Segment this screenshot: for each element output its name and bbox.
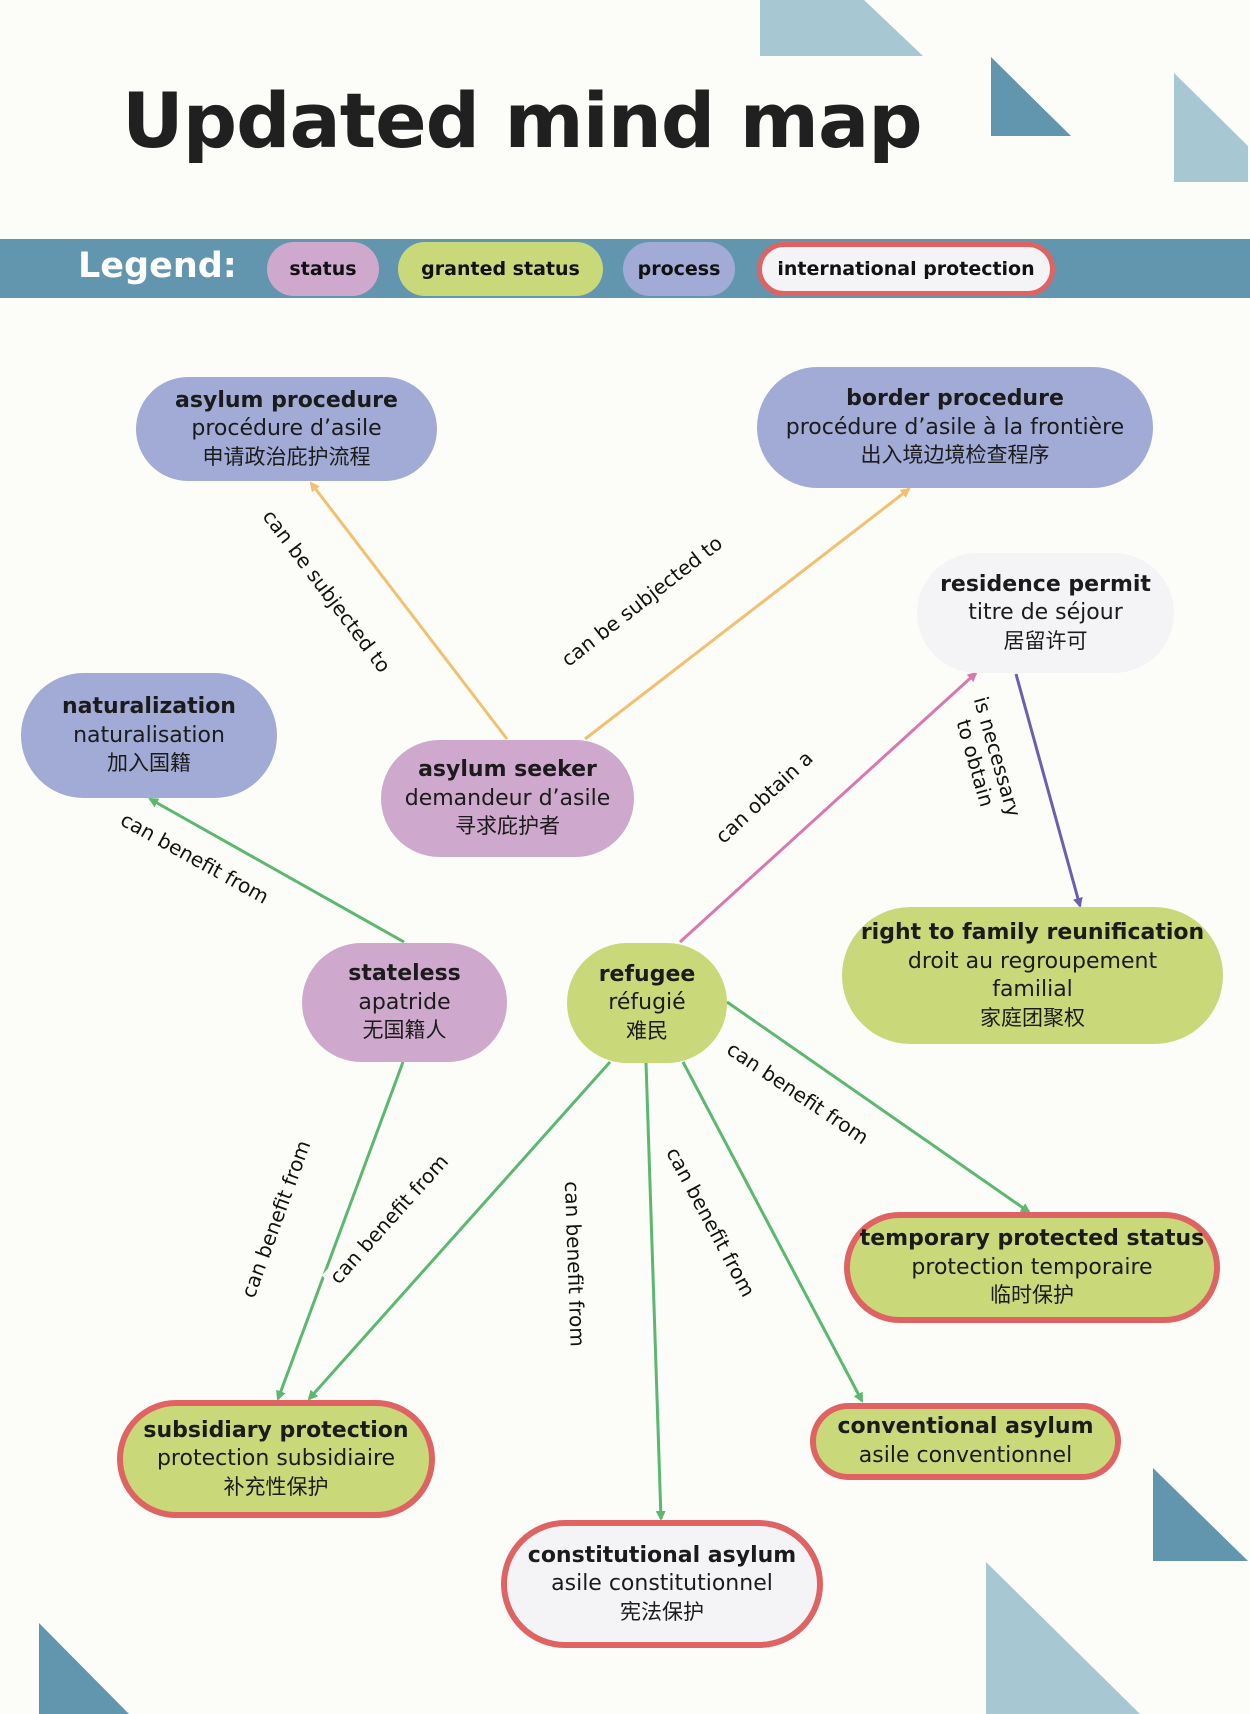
- edge-residence-permit-to-family-reunification: [1014, 673, 1083, 908]
- node-label-zh: 出入境边境检查程序: [860, 443, 1050, 468]
- node-label-fr: asile conventionnel: [858, 1442, 1073, 1468]
- node-asylum-seeker: asylum seeker demandeur d’asile 寻求庇护者: [381, 740, 634, 857]
- edge-asylum-seeker-to-asylum-procedure: [309, 481, 509, 740]
- node-label-en: border procedure: [846, 386, 1064, 412]
- node-naturalization: naturalization naturalisation 加入国籍: [21, 673, 277, 798]
- node-label-en: subsidiary protection: [143, 1417, 409, 1443]
- legend-item-status: status: [267, 242, 379, 296]
- node-label-fr: asile constitutionnel: [551, 1571, 773, 1597]
- page-title: Updated mind map: [122, 76, 923, 165]
- node-label-en: conventional asylum: [837, 1413, 1094, 1439]
- legend-item-granted-status: granted status: [398, 242, 603, 296]
- node-family-reunification: right to family reunification droit au r…: [842, 907, 1223, 1044]
- node-label-zh: 临时保护: [990, 1283, 1074, 1308]
- node-label-fr: apatride: [358, 989, 451, 1015]
- node-label-en: residence permit: [940, 571, 1151, 597]
- deco-triangle-right-dark: [1153, 1468, 1248, 1561]
- edge-refugee-to-conventional-asylum: [681, 1061, 864, 1403]
- legend-label: Legend:: [78, 246, 237, 286]
- node-label-fr: protection temporaire: [911, 1254, 1153, 1280]
- node-constitutional-asylum: constitutional asylum asile constitution…: [501, 1520, 823, 1648]
- edge-stateless-to-naturalization: [148, 797, 405, 944]
- node-label-en: asylum procedure: [175, 387, 398, 413]
- node-temporary-protected-status: temporary protected status protection te…: [844, 1212, 1220, 1323]
- deco-triangle-bottom-right-light: [986, 1562, 1140, 1714]
- edge-stateless-to-subsidiary-protection: [276, 1061, 405, 1401]
- node-label-en: temporary protected status: [859, 1226, 1205, 1252]
- node-label-zh: 补充性保护: [223, 1474, 329, 1499]
- node-conventional-asylum: conventional asylum asile conventionnel: [810, 1403, 1121, 1480]
- node-asylum-procedure: asylum procedure procédure d’asile 申请政治庇…: [136, 377, 437, 481]
- node-label-zh: 难民: [626, 1018, 668, 1043]
- node-subsidiary-protection: subsidiary protection protection subsidi…: [117, 1400, 435, 1518]
- node-label-fr: titre de séjour: [968, 600, 1123, 626]
- node-label-zh: 宪法保护: [620, 1599, 704, 1624]
- node-label-en: right to family reunification: [860, 919, 1205, 945]
- legend-item-process: process: [623, 242, 735, 296]
- node-label-zh: 申请政治庇护流程: [202, 444, 371, 469]
- node-label-en: refugee: [598, 961, 696, 987]
- deco-triangle-bottom-left-dark: [39, 1623, 129, 1714]
- node-residence-permit: residence permit titre de séjour 居留许可: [917, 553, 1174, 673]
- node-label-fr: réfugié: [608, 990, 686, 1016]
- node-label-zh: 居留许可: [1003, 628, 1088, 653]
- node-label-fr: demandeur d’asile: [404, 785, 611, 811]
- node-label-zh: 无国籍人: [362, 1018, 447, 1043]
- node-stateless: stateless apatride 无国籍人: [302, 943, 507, 1062]
- node-label-zh: 家庭团聚权: [980, 1005, 1085, 1030]
- node-label-en: asylum seeker: [418, 757, 597, 783]
- node-label-zh: 寻求庇护者: [455, 814, 560, 839]
- node-border-procedure: border procedure procédure d’asile à la …: [757, 367, 1153, 488]
- node-label-en: constitutional asylum: [527, 1542, 797, 1568]
- edge-refugee-to-constitutional-asylum: [644, 1061, 666, 1521]
- node-label-fr: procédure d’asile: [191, 416, 382, 442]
- node-label-fr: procédure d’asile à la frontière: [785, 414, 1125, 440]
- node-label-en: naturalization: [62, 694, 236, 720]
- deco-trapezoid-top: [760, 0, 923, 56]
- node-label-fr: protection subsidiaire: [156, 1446, 396, 1472]
- edge-refugee-to-temporary-protected-status: [726, 1000, 1031, 1214]
- edge-refugee-to-subsidiary-protection: [307, 1061, 612, 1401]
- legend-item-international-protection: international protection: [757, 242, 1055, 296]
- node-label-en: stateless: [348, 961, 461, 987]
- deco-triangle-top-light: [1174, 73, 1248, 182]
- node-label-zh: 加入国籍: [107, 751, 191, 776]
- deco-triangle-top-dark: [991, 57, 1071, 136]
- node-refugee: refugee réfugié 难民: [567, 943, 727, 1063]
- edge-refugee-to-residence-permit: [678, 671, 978, 944]
- node-label-fr: droit au regroupement familial: [907, 948, 1158, 1003]
- node-label-fr: naturalisation: [73, 722, 225, 748]
- edge-asylum-seeker-to-border-procedure: [584, 487, 911, 741]
